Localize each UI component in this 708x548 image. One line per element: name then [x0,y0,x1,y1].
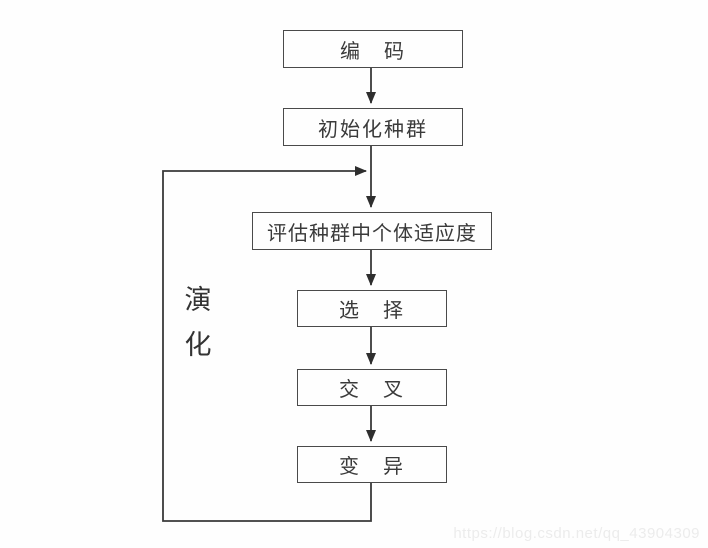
node-crossover: 交 叉 [297,369,447,406]
node-evaluate-fitness: 评估种群中个体适应度 [252,212,492,250]
loop-label-char-2: 化 [184,329,212,360]
evolution-loop-label: 演 化 [178,285,218,360]
node-initialize-population: 初始化种群 [283,108,463,146]
node-encode: 编 码 [283,30,463,68]
feedback-loop-arrow [162,166,372,522]
node-mutation: 变 异 [297,446,447,483]
loop-label-char-1: 演 [184,285,212,315]
watermark: https://blog.csdn.net/qq_43904309 [453,525,700,542]
node-selection: 选 择 [297,290,447,327]
